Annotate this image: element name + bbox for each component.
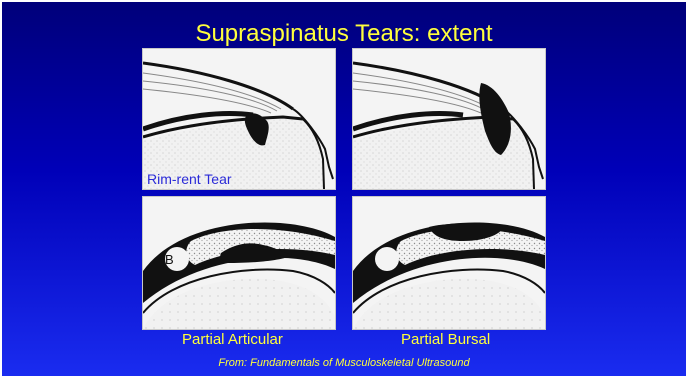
slide-title: Supraspinatus Tears: extent [2,20,686,48]
bursa-marker: B [165,253,174,267]
diagram-rim-rent-tear: Rim-rent Tear [142,48,336,190]
diagram-partial-bursal [352,196,546,330]
partial-articular-caption: Partial Articular [182,331,283,349]
source-credit: From: Fundamentals of Musculoskeletal Ul… [2,357,686,370]
diagram-partial-articular: B [142,196,336,330]
partial-bursal-caption: Partial Bursal [401,331,490,349]
rim-rent-tear-label: Rim-rent Tear [147,171,232,187]
diagram-tear-extended [352,48,546,190]
